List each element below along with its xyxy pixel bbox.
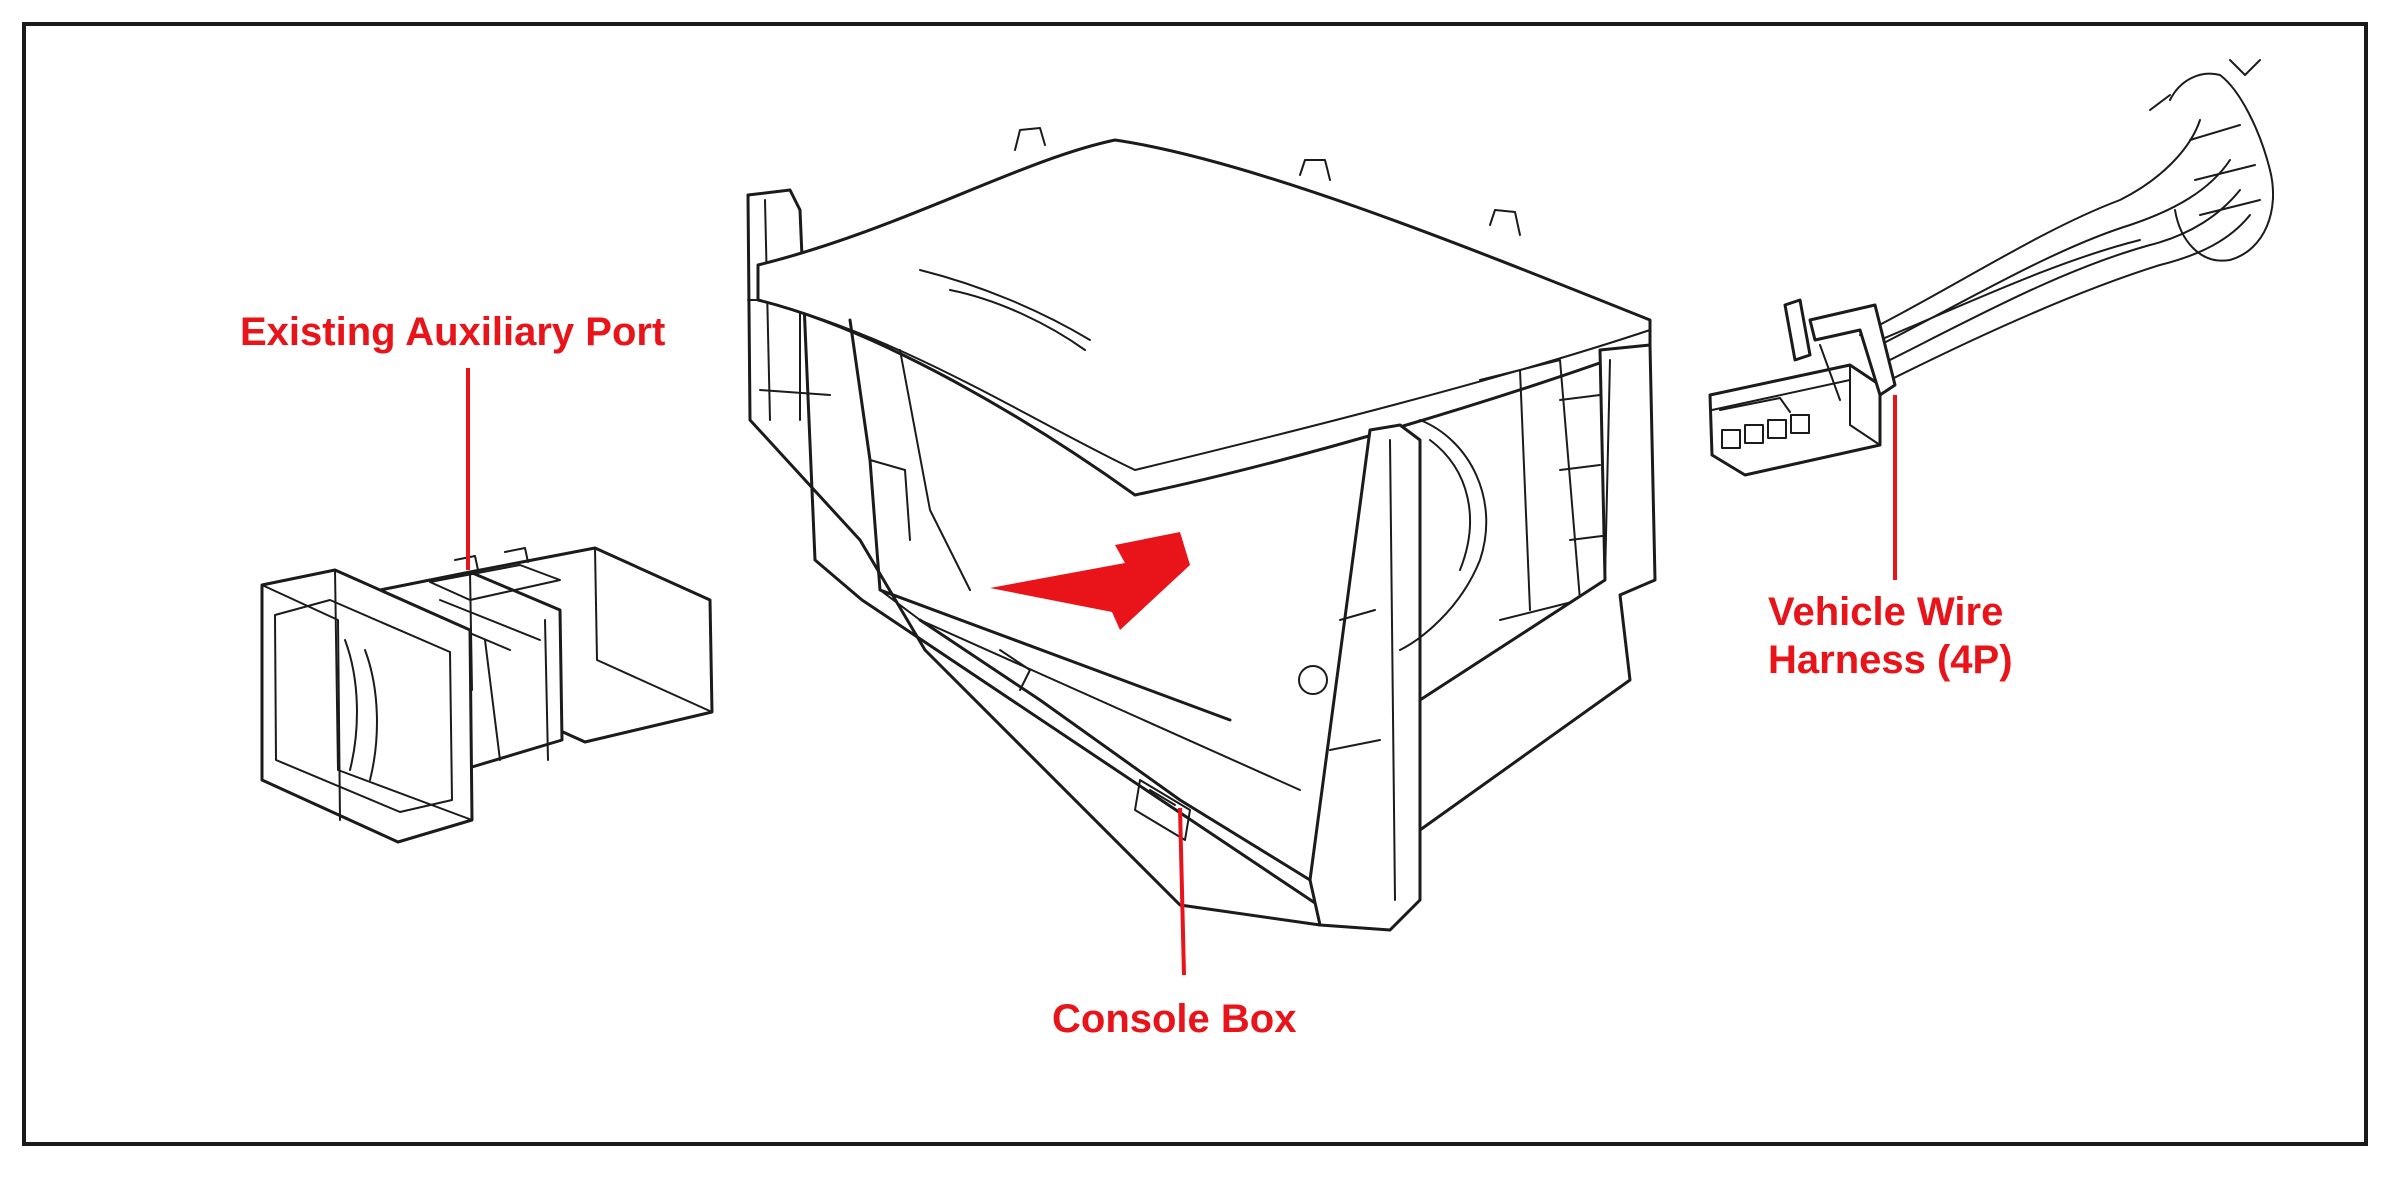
console-box-label: Console Box xyxy=(1052,997,1297,1041)
aux-port-illustration xyxy=(260,546,714,844)
harness-label: Vehicle Wire Harness (4P) xyxy=(1768,588,2013,684)
console-box-leader xyxy=(1178,807,1186,976)
wire-harness-illustration xyxy=(1708,59,2275,477)
aux-port-label: Existing Auxiliary Port xyxy=(240,310,666,354)
harness-label-line1: Vehicle Wire xyxy=(1768,590,2004,634)
console-box-illustration xyxy=(746,127,1657,932)
harness-label-line2: Harness (4P) xyxy=(1768,638,2013,682)
removal-arrow-icon xyxy=(990,532,1190,630)
